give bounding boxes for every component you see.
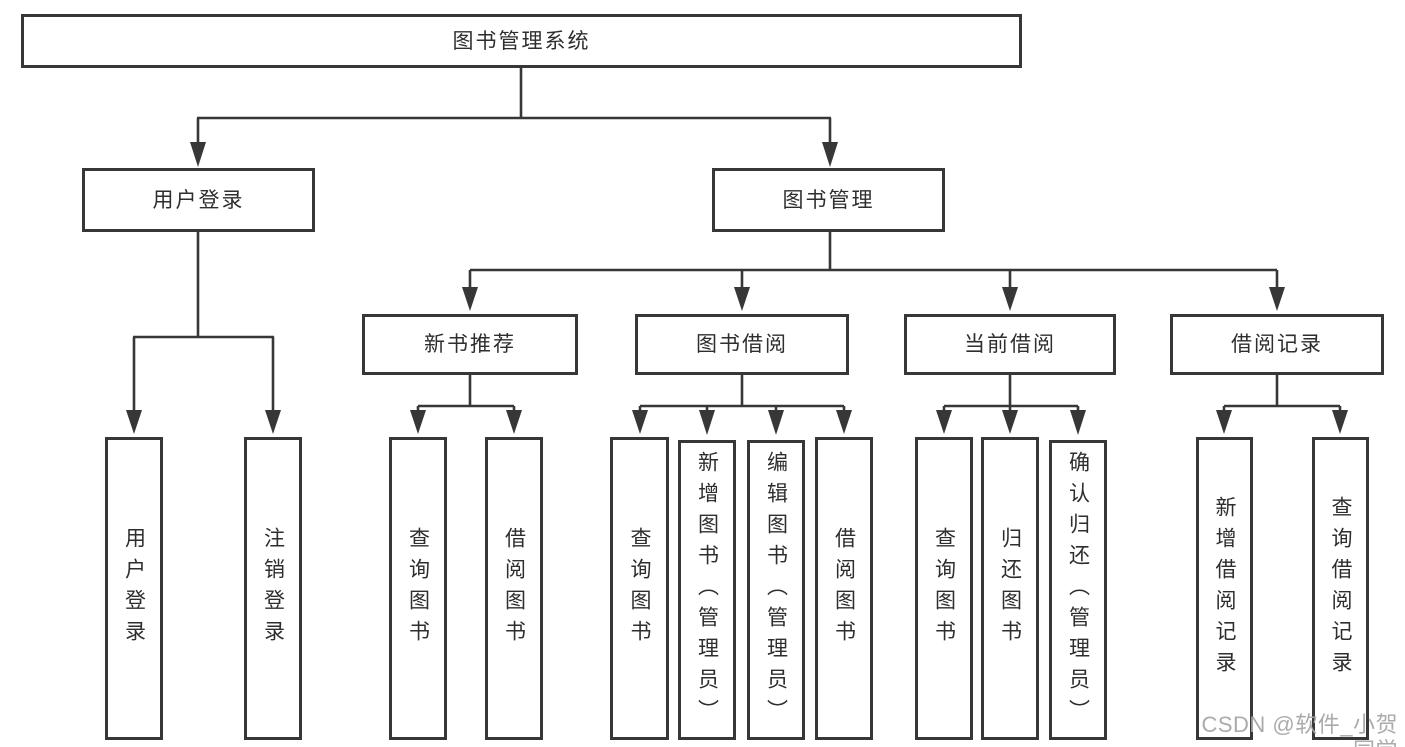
- edges-current-borrow: [936, 375, 1086, 435]
- node-book-mgmt: 图书管理: [712, 168, 945, 232]
- edges-user-login: [126, 232, 281, 434]
- csdn-watermark: CSDN @软件_小贺同学: [1201, 712, 1398, 747]
- edges-book-borrow: [632, 375, 852, 435]
- node-leaf-cb-return: 归还图书: [981, 437, 1039, 740]
- node-current-borrow: 当前借阅: [904, 314, 1116, 375]
- node-root: 图书管理系统: [21, 14, 1022, 68]
- edges-root: [190, 68, 838, 167]
- edges-new-book-rec: [410, 375, 522, 434]
- node-leaf-bb-borrow: 借阅图书: [815, 437, 873, 740]
- edges-borrow-record: [1216, 375, 1348, 434]
- node-leaf-cb-confirm: 确认归还（管理员）: [1049, 440, 1107, 740]
- node-leaf-cb-query: 查询图书: [915, 437, 973, 740]
- node-borrow-record: 借阅记录: [1170, 314, 1384, 375]
- node-leaf-user-login: 用户登录: [105, 437, 163, 740]
- node-leaf-logout: 注销登录: [244, 437, 302, 740]
- node-new-book-rec: 新书推荐: [362, 314, 578, 375]
- node-leaf-bb-add: 新增图书（管理员）: [678, 440, 736, 740]
- node-leaf-bb-edit: 编辑图书（管理员）: [747, 440, 805, 740]
- node-leaf-nb-query: 查询图书: [389, 437, 447, 740]
- node-user-login: 用户登录: [82, 168, 315, 232]
- node-leaf-nb-borrow: 借阅图书: [485, 437, 543, 740]
- node-leaf-br-add: 新增借阅记录: [1196, 437, 1253, 740]
- node-leaf-br-query: 查询借阅记录: [1312, 437, 1369, 740]
- node-leaf-bb-query: 查询图书: [610, 437, 669, 740]
- node-book-borrow: 图书借阅: [635, 314, 849, 375]
- edges-book-mgmt: [462, 232, 1285, 311]
